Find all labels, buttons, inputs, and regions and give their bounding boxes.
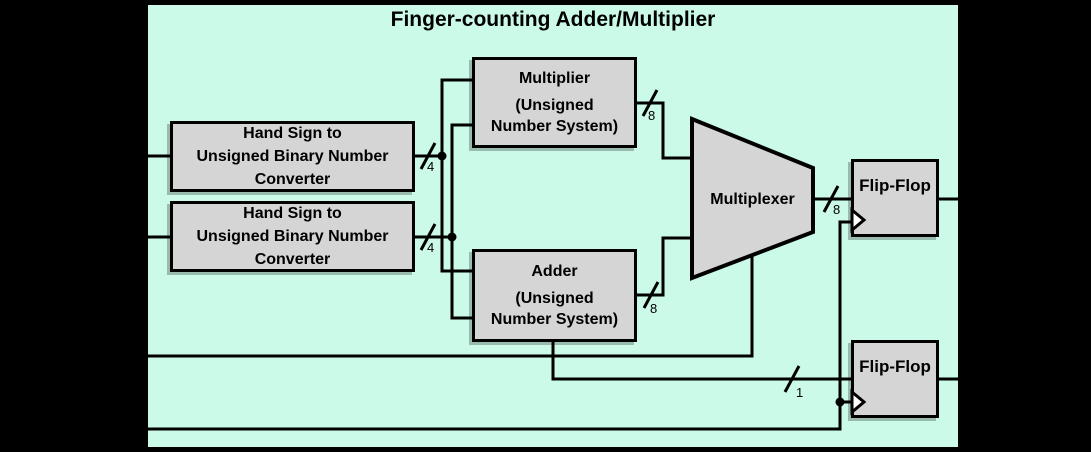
bus-width-label: 8 [833,202,841,217]
block-flipflop-2: Flip-Flop [851,340,939,418]
block-label-line: Hand Sign to [243,125,342,142]
block-name: Multiplier [518,70,591,87]
block-label-line: Unsigned Binary Number [196,148,389,165]
block-label-line: Converter [254,171,331,188]
block-subtitle-line: Number System) [490,118,619,135]
block-adder: Adder (Unsigned Number System) [472,249,637,342]
block-flipflop-1: Flip-Flop [851,159,939,237]
bus-width-label: 1 [796,385,804,400]
bus-width-label: 8 [648,108,656,123]
block-multiplier: Multiplier (Unsigned Number System) [472,57,637,148]
block-subtitle-line: Number System) [490,311,619,328]
bus-width-label: 4 [427,240,435,255]
bus-width-label: 8 [650,301,658,316]
block-subtitle-line: (Unsigned [515,290,594,307]
bus-width-label: 4 [427,159,435,174]
block-label-line: Unsigned Binary Number [196,228,389,245]
block-name: Flip-Flop [859,357,931,376]
diagram-title: Finger-counting Adder/Multiplier [390,8,716,31]
block-subtitle-line: (Unsigned [515,97,594,114]
block-name: Flip-Flop [859,176,931,195]
block-label-line: Hand Sign to [243,205,342,222]
block-label-line: Converter [254,251,331,268]
block-name: Adder [531,263,578,280]
block-hand-sign-converter-2: Hand Sign to Unsigned Binary Number Conv… [170,201,415,272]
block-hand-sign-converter-1: Hand Sign to Unsigned Binary Number Conv… [170,121,415,192]
multiplexer-label: Multiplexer [710,191,795,208]
